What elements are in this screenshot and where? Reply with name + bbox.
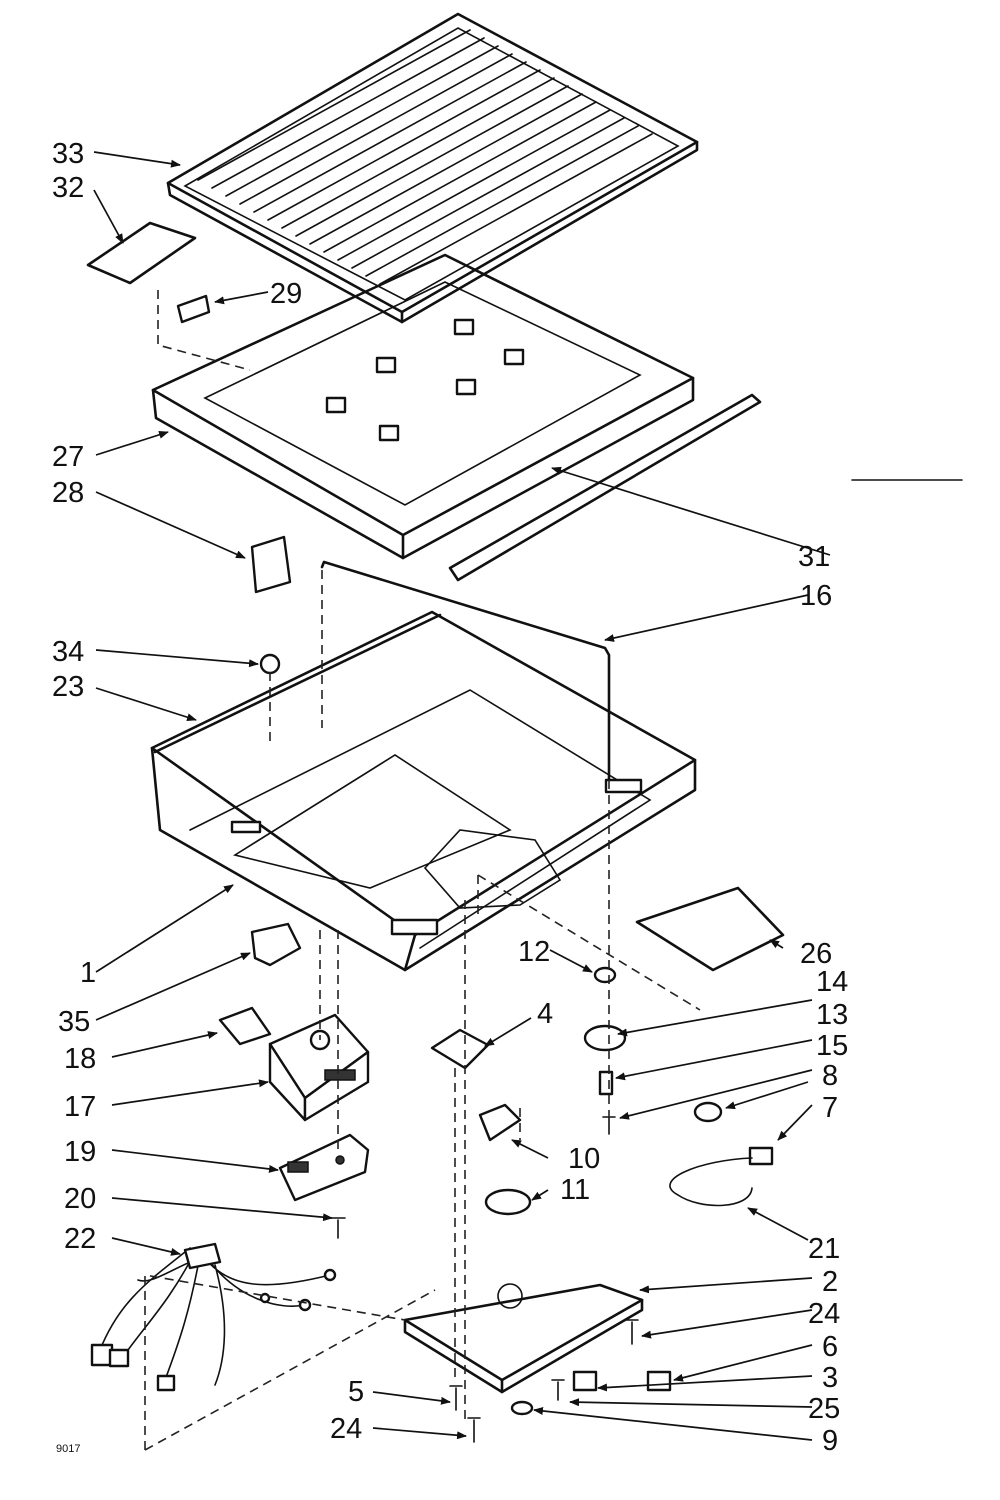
drawing-code: 9017 [56,1443,80,1455]
part-6-switch [646,1370,672,1392]
part-13-spring [598,1070,614,1096]
callout-7: 7 [822,1092,838,1124]
assembly-lines [144,290,701,1451]
callout-9: 9 [822,1425,838,1457]
part-19-thermostat [278,1133,370,1202]
part-34-grommet [259,653,281,675]
callout-24-right: 24 [808,1298,840,1330]
part-8-bulb [693,1101,723,1123]
callout-34: 34 [52,636,84,668]
callout-18: 18 [64,1043,96,1075]
callout-31: 31 [798,541,830,573]
callout-25: 25 [808,1393,840,1425]
callout-1: 1 [80,957,96,989]
leader-arrows [93,151,831,1441]
part-32-label-card [86,221,197,285]
callout-19: 19 [64,1136,96,1168]
callout-11: 11 [560,1174,590,1206]
part-21-wire [669,1157,753,1207]
part-15-screw [602,1116,616,1135]
part-29-clip [176,294,211,324]
callout-2: 2 [822,1266,838,1298]
part-25-screw [551,1379,565,1401]
callout-15: 15 [816,1030,848,1062]
callout-labels: 33 32 29 27 28 31 16 34 23 1 26 12 35 4 … [52,138,848,1457]
part-16-rod [320,560,611,782]
part-9-washer [510,1400,534,1416]
callout-27: 27 [52,441,84,473]
callout-20: 20 [64,1183,96,1215]
callout-3: 3 [822,1362,838,1394]
callout-26: 26 [800,938,832,970]
part-14-bushing [583,1024,627,1052]
callout-23: 23 [52,671,84,703]
part-2-base-plate [403,1283,644,1394]
callout-8: 8 [822,1060,838,1092]
part-24-screw-right [625,1319,639,1345]
callout-17: 17 [64,1091,96,1123]
part-22-wire-harness [90,1242,337,1392]
part-17-control-housing [268,1013,370,1122]
part-18-cover [218,1006,272,1046]
part-4-bearing [430,1028,490,1070]
callout-21: 21 [808,1233,840,1265]
callout-35: 35 [58,1006,90,1038]
part-7-socket [748,1146,774,1166]
part-12-washer [593,966,617,984]
callout-28: 28 [52,477,84,509]
part-10-bracket [478,1103,522,1142]
callout-12: 12 [518,936,550,968]
part-5-screw [449,1385,463,1411]
part-28-bracket [250,535,292,594]
part-33-shelf-grille [166,12,699,324]
part-3-switch [572,1370,598,1392]
callout-13: 13 [816,999,848,1031]
part-23-housing [150,610,697,972]
callout-4: 4 [537,998,553,1030]
callout-32: 32 [52,172,84,204]
callout-10: 10 [568,1143,600,1175]
part-20-screw [330,1217,346,1239]
part-11-washer [484,1188,532,1216]
part-26-duct-cover [635,886,785,972]
part-24-screw-lower [467,1417,481,1443]
callout-22: 22 [64,1223,96,1255]
part-27-cover-frame [151,253,695,560]
callout-33: 33 [52,138,84,170]
part-35-damper [250,922,302,967]
callout-14: 14 [816,966,848,998]
callout-29: 29 [270,278,302,310]
callout-6: 6 [822,1331,838,1363]
callout-16: 16 [800,580,832,612]
callout-24-lower: 24 [330,1413,362,1445]
callout-5: 5 [348,1376,364,1408]
part-31-seal-strip [448,393,762,582]
